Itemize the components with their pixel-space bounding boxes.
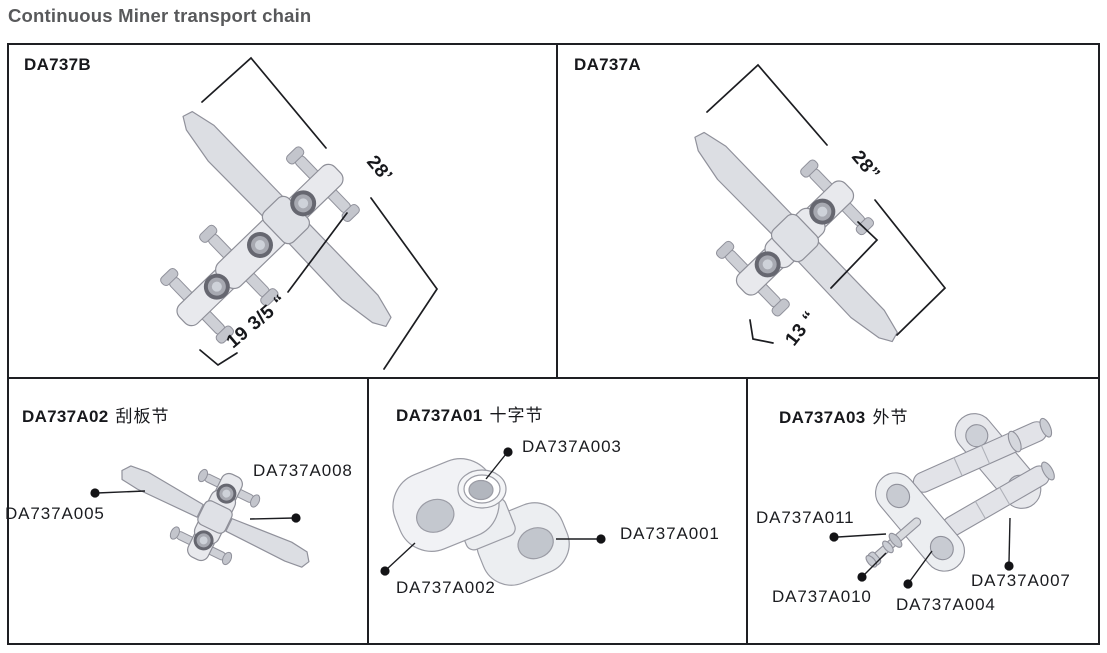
panel-title-da737a-code: DA737A bbox=[574, 55, 641, 74]
pin-caps bbox=[169, 468, 261, 566]
flight-wings bbox=[694, 131, 898, 343]
da737a-chain-assembly-drawing bbox=[694, 131, 898, 343]
da737a01-leader-dot-a001 bbox=[596, 534, 606, 544]
bearings bbox=[754, 198, 836, 278]
da737a-dimension-lines bbox=[706, 63, 947, 344]
da737a02-leader-dot-a008 bbox=[291, 513, 301, 523]
panel-title-da737a01-subtitle: 十字节 bbox=[489, 406, 544, 425]
da737a01-cross-joint-drawing bbox=[392, 458, 570, 586]
da737a02-leader-lines bbox=[96, 490, 295, 520]
divider-horizontal bbox=[7, 377, 1100, 379]
divider-top-vertical bbox=[556, 43, 558, 379]
diagram-frame bbox=[7, 43, 1100, 645]
panel-title-da737a03: DA737A03 外节 bbox=[779, 403, 909, 428]
part-label-da737a008: DA737A008 bbox=[253, 461, 353, 480]
bearings bbox=[193, 483, 237, 551]
panel-title-da737b: DA737B bbox=[24, 55, 91, 75]
da737a03-leader-dot-a010 bbox=[857, 572, 867, 582]
da737a03-leader-dot-a011 bbox=[829, 532, 839, 542]
panel-title-da737b-code: DA737B bbox=[24, 55, 91, 74]
part-label-da737a002: DA737A002 bbox=[396, 578, 496, 597]
panel-title-da737a: DA737A bbox=[574, 55, 641, 75]
da737b-dim-width: 19 3/5 “ bbox=[223, 291, 291, 353]
divider-bottom-vertical-1 bbox=[367, 377, 369, 643]
da737a03-leader-dot-a004 bbox=[903, 579, 913, 589]
da737a02-leader-dot-a005 bbox=[90, 488, 100, 498]
flight-boss bbox=[770, 213, 820, 263]
divider-bottom-vertical-2 bbox=[746, 377, 748, 643]
panel-title-da737a02: DA737A02 刮板节 bbox=[22, 402, 170, 427]
bearings bbox=[203, 190, 317, 300]
panel-title-da737a01-code: DA737A01 bbox=[396, 406, 483, 425]
flight-wings bbox=[121, 465, 310, 568]
panel-title-da737a02-code: DA737A02 bbox=[22, 407, 109, 426]
da737b-dim-length: 28’ bbox=[362, 152, 396, 187]
panel-title-da737a01: DA737A01 十字节 bbox=[396, 401, 544, 426]
part-label-da737a005: DA737A005 bbox=[5, 504, 105, 523]
da737a01-leader-dot-a003 bbox=[503, 447, 513, 457]
part-label-da737a010: DA737A010 bbox=[772, 587, 872, 606]
da737a01-leader-dot-a002 bbox=[380, 566, 390, 576]
page-title: Continuous Miner transport chain bbox=[8, 5, 312, 26]
pin-caps bbox=[160, 146, 360, 344]
da737a03-outer-link-drawing bbox=[865, 413, 1055, 572]
flight-wings bbox=[182, 110, 392, 328]
flight-boss bbox=[197, 500, 233, 534]
da737a01-leader-lines bbox=[386, 453, 597, 570]
panel-title-da737a03-code: DA737A03 bbox=[779, 408, 866, 427]
part-label-da737a007: DA737A007 bbox=[971, 571, 1071, 590]
panel-title-da737a03-subtitle: 外节 bbox=[872, 408, 909, 427]
da737a03-leader-dot-a007 bbox=[1004, 561, 1014, 571]
da737b-chain-assembly-drawing bbox=[160, 110, 392, 344]
da737a03-leader-lines bbox=[837, 517, 1011, 582]
part-label-da737a011: DA737A011 bbox=[756, 508, 855, 527]
da737a02-flight-link-drawing bbox=[121, 465, 310, 568]
part-label-da737a001: DA737A001 bbox=[620, 524, 720, 543]
da737a-dim-width: 13 “ bbox=[781, 307, 821, 350]
da737b-dimension-lines bbox=[199, 56, 439, 370]
panel-title-da737a02-subtitle: 刮板节 bbox=[115, 407, 170, 426]
da737a-dim-length: 28” bbox=[847, 147, 884, 185]
outer-pin-upper bbox=[912, 417, 1053, 493]
part-label-da737a003: DA737A003 bbox=[522, 437, 622, 456]
part-label-da737a004: DA737A004 bbox=[896, 595, 996, 614]
pin-caps bbox=[715, 159, 875, 317]
